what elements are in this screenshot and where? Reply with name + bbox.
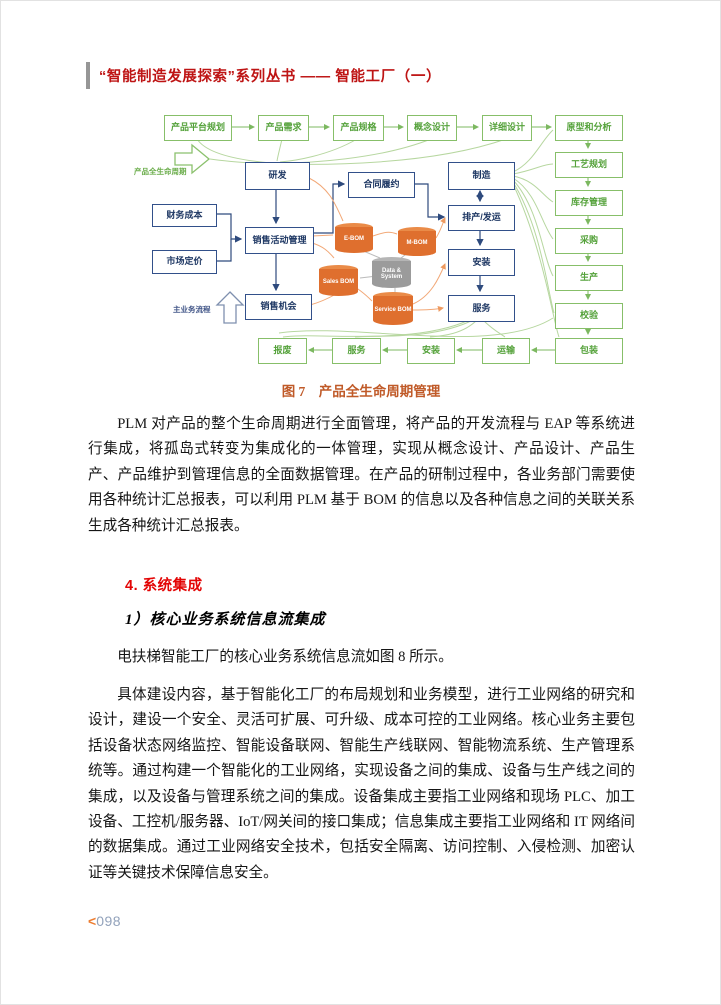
node-product-spec: 产品规格 [333,115,384,141]
diagram-connectors [174,124,591,353]
node-concept-design: 概念设计 [407,115,457,141]
figure-caption: 图 7 产品全生命周期管理 [281,384,441,399]
node-service-green: 服务 [332,338,381,364]
page-marker: < [88,913,97,929]
header-accent-bar [86,62,90,89]
subsection-heading: 1）核心业务系统信息流集成 [125,612,326,628]
cylinder-ebom: E-BOM [335,223,373,253]
page-footer: <098 [88,913,121,929]
node-product-demand: 产品需求 [258,115,309,141]
node-production: 生产 [555,265,623,291]
cylinder-mbom-label: M-BOM [406,239,428,246]
node-install-blue: 安装 [448,249,515,276]
node-prototype-analysis: 原型和分析 [555,115,623,141]
paragraph-network: 具体建设内容，基于智能化工厂的布局规划和业务模型，进行工业网络的研究和设计，建设… [88,687,635,881]
node-scheduling-shipping: 排产/发运 [448,205,515,231]
node-detailed-design: 详细设计 [482,115,532,141]
node-transport: 运输 [482,338,530,364]
cylinder-ebom-label: E-BOM [344,236,364,243]
node-product-platform-planning: 产品平台规划 [164,115,232,141]
node-procurement: 采购 [555,228,623,254]
node-verification: 校验 [555,303,623,329]
node-rnd: 研发 [245,162,310,190]
node-sales-activity-management: 销售活动管理 [245,227,314,254]
node-market-pricing: 市场定价 [152,250,217,274]
node-install-green: 安装 [407,338,455,364]
cylinder-sales-bom-label: Sales BOM [322,278,355,285]
node-scrap: 报废 [258,338,307,364]
node-sales-opportunity: 销售机会 [245,294,312,320]
node-process-planning: 工艺规划 [555,152,623,178]
node-packaging: 包装 [555,338,623,364]
node-finance-cost: 财务成本 [152,204,217,227]
cylinder-sales-bom: Sales BOM [319,265,358,296]
cylinder-service-bom: Service BOM [373,292,413,325]
node-service-blue: 服务 [448,295,515,322]
cylinder-mbom: M-BOM [398,227,436,256]
lifecycle-arrow-shape [174,143,211,175]
node-manufacturing: 制造 [448,162,515,190]
paragraph-plm: PLM 对产品的整个生命周期进行全面管理，将产品的开发流程与 EAP 等系统进行… [88,416,635,534]
main-business-flow-label: 主业务流程 [173,305,211,314]
page-header: “智能制造发展探索”系列丛书 —— 智能工厂（一） [86,62,441,89]
lifecycle-label: 产品全生命周期 [134,167,187,176]
node-contract-fulfillment: 合同履约 [348,172,415,198]
section-heading: 4. 系统集成 [125,578,203,594]
cylinder-service-bom-label: Service BOM [374,306,412,313]
cylinder-data-system-label: Data & System [380,267,403,281]
cylinder-data-system: Data & System [372,257,411,288]
figure-7-diagram: 产品全生命周期 主业务流程 产品平台规划 产品需求 产品规格 概念设计 详细设计… [133,108,643,376]
business-flow-arrow-shape [215,291,245,324]
node-inventory-management: 库存管理 [555,190,623,216]
lead-sentence: 电扶梯智能工厂的核心业务系统信息流如图 8 所示。 [117,649,453,665]
page-number: 098 [96,913,122,929]
series-title: “智能制造发展探索”系列丛书 —— 智能工厂（一） [99,69,442,85]
